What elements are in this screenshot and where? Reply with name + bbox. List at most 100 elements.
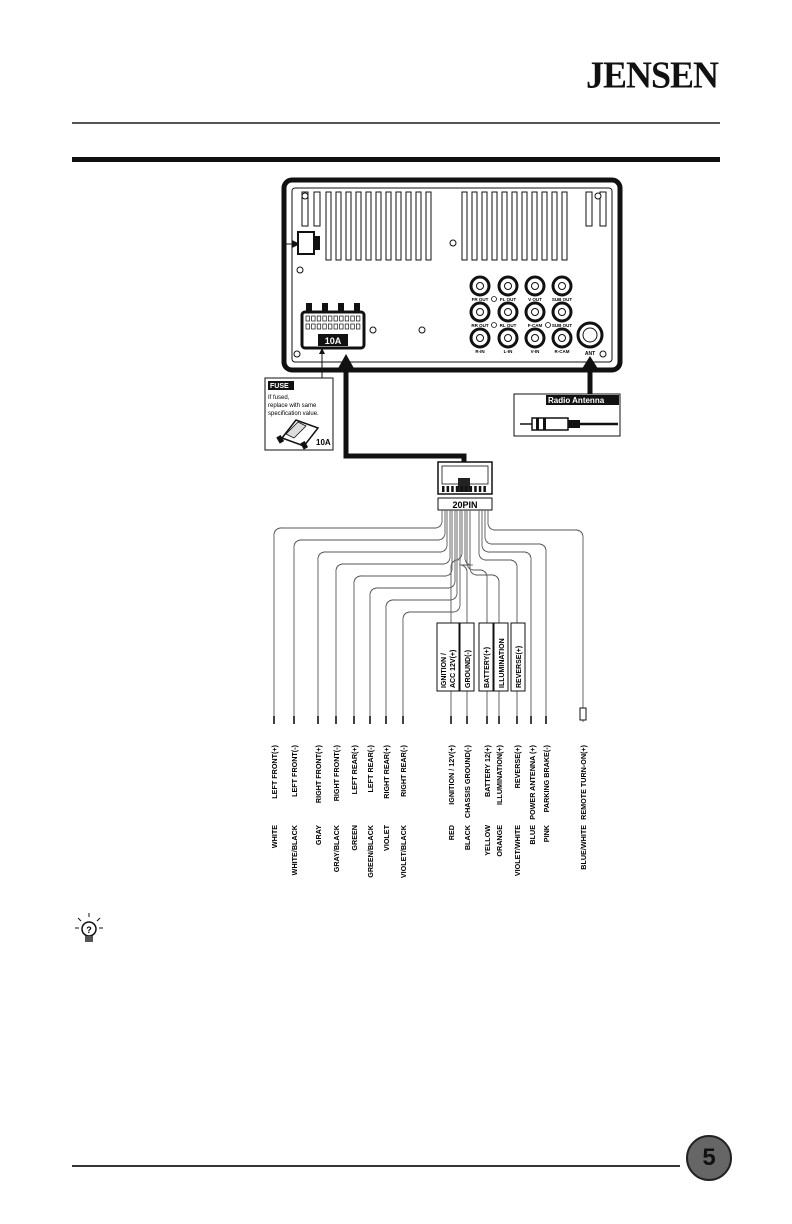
page-number: 5 bbox=[686, 1135, 732, 1181]
rca-jack bbox=[497, 275, 519, 297]
rca-jack-label: F-CAM bbox=[528, 323, 543, 328]
rca-jack-label: L-IN bbox=[504, 349, 513, 354]
wire-color-label: YELLOW bbox=[483, 825, 492, 856]
wire-color-label: VIOLET/WHITE bbox=[513, 825, 522, 876]
rca-jack bbox=[469, 301, 491, 323]
bundle-label-box bbox=[493, 622, 509, 692]
wire-function-label: RIGHT FRONT(-) bbox=[332, 744, 341, 801]
wire-color-label: GREEN bbox=[350, 825, 359, 851]
rca-jack bbox=[497, 301, 519, 323]
fuse-rating: 10A bbox=[316, 438, 331, 447]
wire-function-label: IGNITION / 12V(+) bbox=[447, 744, 456, 804]
wire-color-label: GREEN/BLACK bbox=[366, 824, 375, 878]
fuse-current-label: 10A bbox=[325, 336, 342, 346]
wire-function-label: CHASSIS GROUND(-) bbox=[463, 744, 472, 818]
bundle-label: ACC 12V(+) bbox=[450, 650, 457, 688]
rca-jack-label: RL OUT bbox=[500, 323, 517, 328]
wire-color-label: GRAY bbox=[314, 825, 323, 845]
bundle-label-box bbox=[510, 622, 526, 692]
fuse-callout: FUSE If fused, replace with same specifi… bbox=[264, 348, 334, 451]
fuse-icon bbox=[276, 419, 320, 450]
wire-labels: LEFT FRONT(+) WHITE LEFT FRONT(-) WHITE/BLA… bbox=[270, 744, 588, 878]
wire-function-label: REVERSE(+) bbox=[513, 744, 522, 788]
wire-harness bbox=[273, 510, 587, 724]
bundle-label: BATTERY(+) bbox=[484, 647, 491, 688]
wire-function-label: REMOTE TURN-ON(+) bbox=[579, 744, 588, 819]
wire-color-label: BLACK bbox=[463, 824, 472, 850]
connector-label: 20PIN bbox=[452, 500, 477, 510]
wire-function-label: BATTERY 12(+) bbox=[483, 744, 492, 797]
wire-color-label: ORANGE bbox=[495, 825, 504, 857]
wire bbox=[273, 510, 443, 722]
wire-color-label: VIOLET/BLACK bbox=[399, 824, 408, 878]
main-harness-cable bbox=[336, 354, 467, 462]
wire-color-label: RED bbox=[447, 825, 456, 840]
wire bbox=[317, 510, 448, 722]
bundle-label: GROUND(-) bbox=[465, 650, 472, 688]
wire-function-label: LEFT REAR(-) bbox=[366, 744, 375, 792]
radio-antenna-callout: Radio Antenna bbox=[513, 356, 621, 437]
footer-rule bbox=[72, 1165, 680, 1167]
wire-function-label: PARKING BRAKE(-) bbox=[542, 744, 551, 812]
wire-function-label: RIGHT REAR(-) bbox=[399, 744, 408, 797]
wire bbox=[293, 510, 446, 722]
fuse-note-line-2: replace with same bbox=[268, 403, 317, 409]
wire-function-label: RIGHT FRONT(+) bbox=[314, 744, 323, 803]
wire-function-label: RIGHT REAR(+) bbox=[382, 744, 391, 798]
bundle-label: REVERSE(+) bbox=[516, 646, 523, 688]
bundle-label-box bbox=[436, 622, 460, 692]
antenna-port: ANT bbox=[576, 321, 604, 357]
bundle-label: IGNITION / bbox=[441, 653, 448, 688]
bundle-label-box bbox=[459, 622, 475, 692]
rca-jack bbox=[469, 275, 491, 297]
wire-color-label: WHITE bbox=[270, 825, 279, 848]
rca-jack bbox=[524, 301, 546, 323]
rca-jack bbox=[469, 327, 491, 349]
bundle-label-box bbox=[478, 622, 494, 692]
mounting-screws bbox=[293, 192, 607, 358]
wire-function-label: ILLUMINATION(+) bbox=[495, 744, 504, 805]
rca-jack-label: R-IN bbox=[475, 349, 484, 354]
20pin-connector: 20PIN bbox=[437, 461, 493, 511]
rca-jack-label: V OUT bbox=[528, 297, 542, 302]
rca-jack-label: SUB OUT bbox=[552, 323, 573, 328]
wire-function-label: POWER ANTENNA (+) bbox=[528, 744, 537, 819]
wire-function-label: LEFT REAR(+) bbox=[350, 744, 359, 794]
remote-connector bbox=[579, 707, 587, 721]
wire-color-label: VIOLET bbox=[382, 824, 391, 851]
wire-color-label: BLUE bbox=[528, 825, 537, 845]
wire-function-label: LEFT FRONT(-) bbox=[290, 744, 299, 797]
rca-jack bbox=[524, 275, 546, 297]
antenna-port-label: ANT bbox=[585, 351, 595, 357]
fuse-note-line-3: specification value. bbox=[268, 411, 319, 417]
rca-jack-label: R-CAM bbox=[555, 349, 570, 354]
wire-function-label: LEFT FRONT(+) bbox=[270, 744, 279, 798]
side-bracket bbox=[282, 231, 320, 255]
rca-jack bbox=[551, 301, 573, 323]
rca-jack-label: V-IN bbox=[531, 349, 540, 354]
rca-jack-label: FR OUT bbox=[472, 297, 489, 302]
lightbulb-icon: ? bbox=[75, 913, 103, 942]
rca-jack-label: SUB OUT bbox=[552, 297, 573, 302]
vent-slots-left bbox=[301, 191, 432, 261]
wire-color-label: PINK bbox=[542, 824, 551, 842]
wire-color-label: BLUE/WHITE bbox=[579, 825, 588, 870]
header-rule-thick bbox=[72, 157, 720, 162]
rca-jack bbox=[551, 327, 573, 349]
vent-slots-right bbox=[461, 191, 607, 261]
bundle-label: ILLUMINATION bbox=[499, 638, 506, 688]
bundle-labels: IGNITION /ACC 12V(+) GROUND(-) BATTERY(+) I… bbox=[436, 622, 526, 692]
rca-jack bbox=[524, 327, 546, 349]
harness-socket: 10A bbox=[300, 303, 366, 350]
wire-color-label: WHITE/BLACK bbox=[290, 824, 299, 875]
wire-color-label: GRAY/BLACK bbox=[332, 824, 341, 872]
fuse-note-line-1: If fused, bbox=[268, 395, 290, 401]
header-rule-thin bbox=[72, 122, 720, 124]
rca-jack-label: RR OUT bbox=[471, 323, 488, 328]
fuse-title: FUSE bbox=[270, 383, 289, 390]
brand-logo: JENSEN bbox=[585, 54, 719, 96]
radio-antenna-title: Radio Antenna bbox=[548, 396, 605, 405]
